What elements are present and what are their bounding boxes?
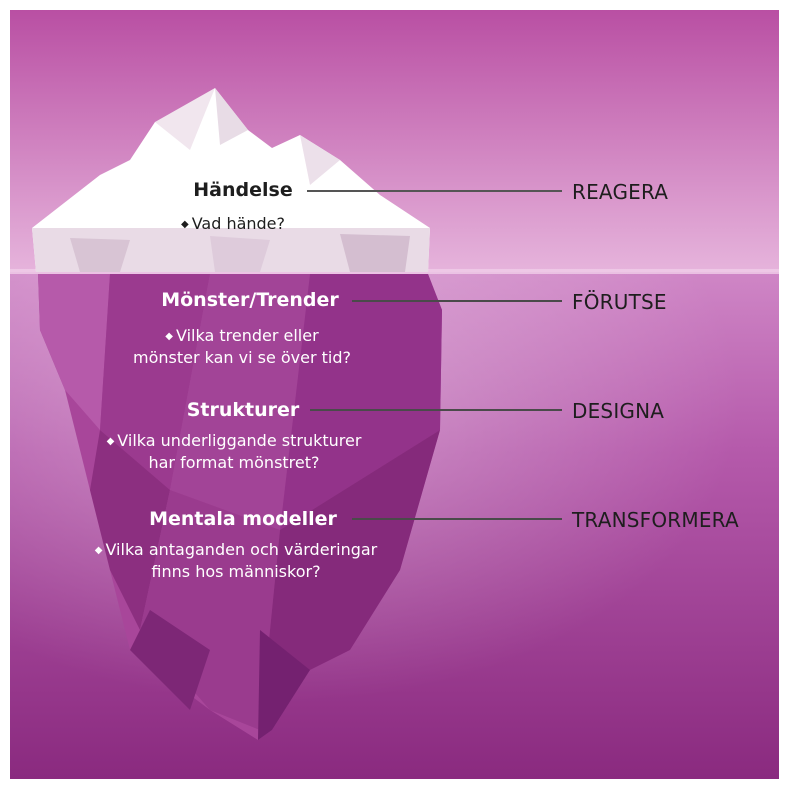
iceberg-scene bbox=[10, 10, 779, 779]
iceberg-body bbox=[38, 274, 442, 740]
level-1-action: REAGERA bbox=[572, 180, 669, 204]
bullet-icon: ◆ bbox=[94, 545, 103, 556]
level-1-title: Händelse bbox=[193, 179, 293, 201]
level-2-question-line-2: mönster kan vi se över tid? bbox=[132, 348, 352, 367]
iceberg-tip bbox=[32, 88, 430, 272]
level-4-question-line-2: finns hos människor? bbox=[151, 562, 321, 581]
level-4-title: Mentala modeller bbox=[149, 508, 337, 530]
level-2-title: Mönster/Trender bbox=[161, 289, 339, 311]
level-3-title: Strukturer bbox=[186, 399, 300, 421]
level-4-question: ◆Vilka antaganden och värderingar finns … bbox=[95, 539, 378, 582]
level-4-action: TRANSFORMERA bbox=[572, 508, 739, 532]
bullet-icon: ◆ bbox=[180, 219, 189, 230]
level-1-question-line-1: Vad hände? bbox=[191, 214, 286, 233]
level-3-question: ◆Vilka underliggande strukturer har form… bbox=[107, 430, 362, 473]
level-2-question: ◆Vilka trender eller mönster kan vi se ö… bbox=[133, 325, 351, 368]
level-3-question-line-1: Vilka underliggande strukturer bbox=[117, 431, 362, 450]
level-3-action: DESIGNA bbox=[572, 399, 665, 423]
level-3-question-line-2: har format mönstret? bbox=[148, 453, 320, 472]
level-4-question-line-1: Vilka antaganden och värderingar bbox=[105, 540, 378, 559]
level-2-action: FÖRUTSE bbox=[572, 290, 667, 314]
bullet-icon: ◆ bbox=[165, 331, 174, 342]
bullet-icon: ◆ bbox=[106, 436, 115, 447]
iceberg-diagram: Händelse ◆Vad hände? REAGERA Mönster/Tre… bbox=[10, 10, 779, 779]
level-1-question: ◆Vad hände? bbox=[181, 213, 285, 235]
level-2-question-line-1: Vilka trender eller bbox=[176, 326, 319, 345]
